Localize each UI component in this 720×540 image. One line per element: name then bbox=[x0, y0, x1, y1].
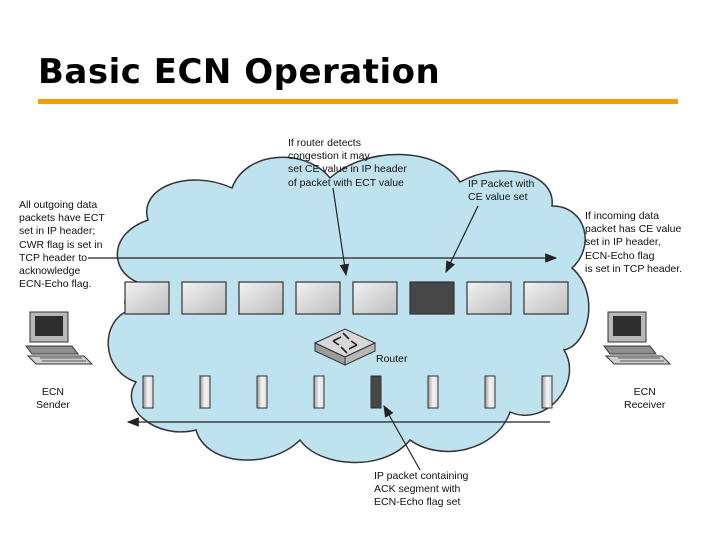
data-packet bbox=[523, 281, 569, 315]
router-icon bbox=[313, 328, 377, 366]
ack-packet bbox=[142, 375, 154, 409]
slide-title: Basic ECN Operation bbox=[38, 52, 441, 92]
receiver-note: If incoming data packet has CE value set… bbox=[585, 210, 683, 275]
computer-icon bbox=[603, 311, 672, 365]
data-packet bbox=[238, 281, 284, 315]
data-packet bbox=[352, 281, 398, 315]
receiver-label: ECN Receiver bbox=[624, 386, 666, 412]
ce-packet-pointer bbox=[445, 205, 479, 274]
data-packet bbox=[124, 281, 170, 315]
sender-note: All outgoing data packets have ECT set i… bbox=[19, 199, 105, 291]
ack-packet bbox=[256, 375, 268, 409]
ce-packet-note: IP Packet with CE value set bbox=[468, 178, 535, 204]
ack-note: IP packet containing ACK segment with EC… bbox=[374, 470, 469, 509]
router-note-pointer bbox=[332, 187, 350, 277]
network-cloud bbox=[107, 153, 590, 464]
ecn-echo-ack-packet bbox=[370, 375, 382, 409]
ack-packet bbox=[199, 375, 211, 409]
ce-marked-packet bbox=[409, 281, 455, 315]
data-packet bbox=[181, 281, 227, 315]
computer-icon bbox=[25, 311, 94, 365]
data-packet-row bbox=[124, 281, 569, 315]
router-note: If router detects congestion it may set … bbox=[288, 137, 407, 189]
ack-packet bbox=[484, 375, 496, 409]
ack-packet bbox=[541, 375, 553, 409]
router-label: Router bbox=[376, 353, 408, 365]
title-underline bbox=[38, 99, 678, 104]
sender-label: ECN Sender bbox=[36, 386, 70, 412]
ack-packet bbox=[313, 375, 325, 409]
ack-note-pointer bbox=[383, 404, 421, 471]
data-packet bbox=[466, 281, 512, 315]
data-packet bbox=[295, 281, 341, 315]
ack-packet-row bbox=[142, 375, 553, 409]
ack-packet bbox=[427, 375, 439, 409]
